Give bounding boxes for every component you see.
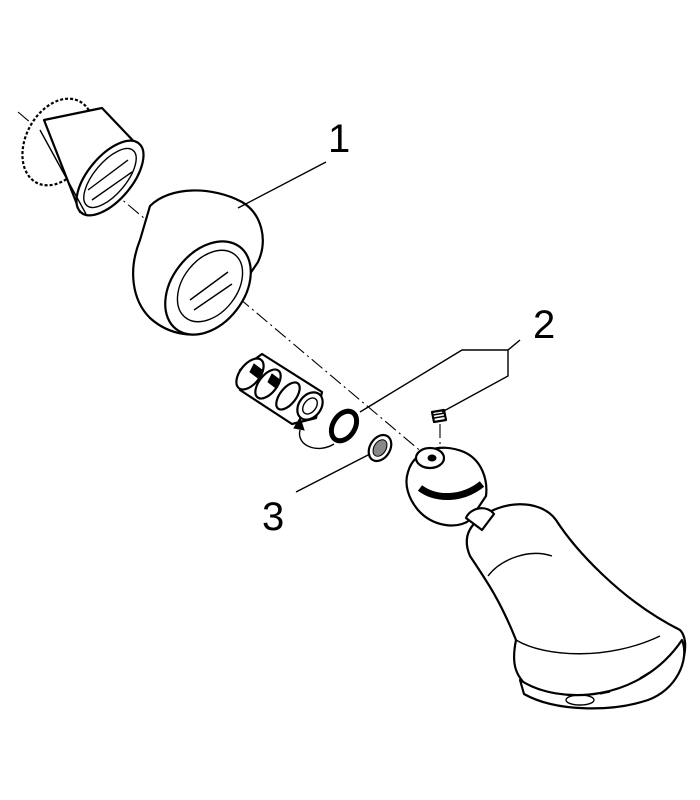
callout-3: 3 <box>262 495 284 539</box>
escutcheon-cover-icon <box>132 189 264 336</box>
o-ring-icon <box>328 408 360 444</box>
leader-line-3 <box>295 453 371 493</box>
shower-head-icon <box>405 446 687 710</box>
ball-joint-connector-icon <box>235 352 335 449</box>
screen-filter-icon <box>367 433 393 463</box>
escutcheon-sleeve-icon <box>21 97 145 217</box>
callout-1: 1 <box>328 117 350 161</box>
leader-line-1 <box>237 161 327 209</box>
callout-2: 2 <box>533 303 555 347</box>
set-screw-icon <box>430 408 448 424</box>
leader-line-2 <box>359 339 521 413</box>
